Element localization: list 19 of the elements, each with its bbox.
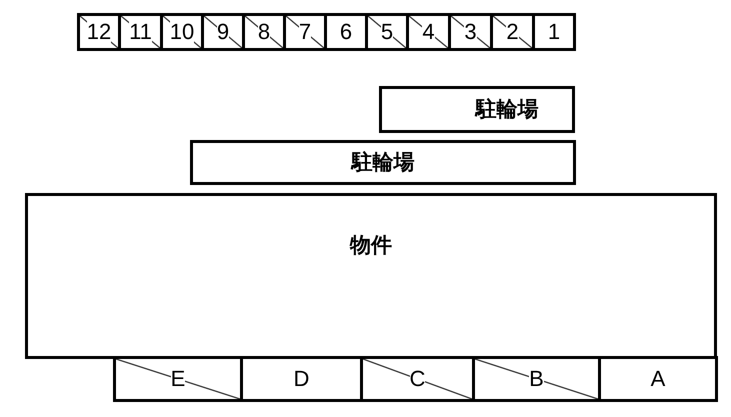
parking-space-cell: 2 <box>490 13 535 51</box>
parking-space-cell: B <box>472 356 601 402</box>
parking-space-cell: 7 <box>283 13 327 51</box>
parking-space-cell: 3 <box>448 13 493 51</box>
parking-space-cell: A <box>598 356 718 402</box>
parking-space-cell: 10 <box>160 13 204 51</box>
parking-space-cell: 12 <box>77 13 121 51</box>
parking-space-cell: 5 <box>365 13 409 51</box>
parking-space-cell: 1 <box>532 13 576 51</box>
parking-space-cell: 11 <box>118 13 163 51</box>
building-box: 物件 <box>25 193 717 359</box>
parking-space-cell: 4 <box>406 13 451 51</box>
parking-space-cell: 6 <box>324 13 368 51</box>
bicycle-parking-box: 駐輪場 <box>379 86 575 133</box>
parking-space-cell: E <box>113 356 243 402</box>
parking-space-cell: 9 <box>201 13 245 51</box>
parking-space-cell: C <box>360 356 475 402</box>
bicycle-parking-box: 駐輪場 <box>190 140 576 185</box>
parking-space-cell: 8 <box>242 13 286 51</box>
